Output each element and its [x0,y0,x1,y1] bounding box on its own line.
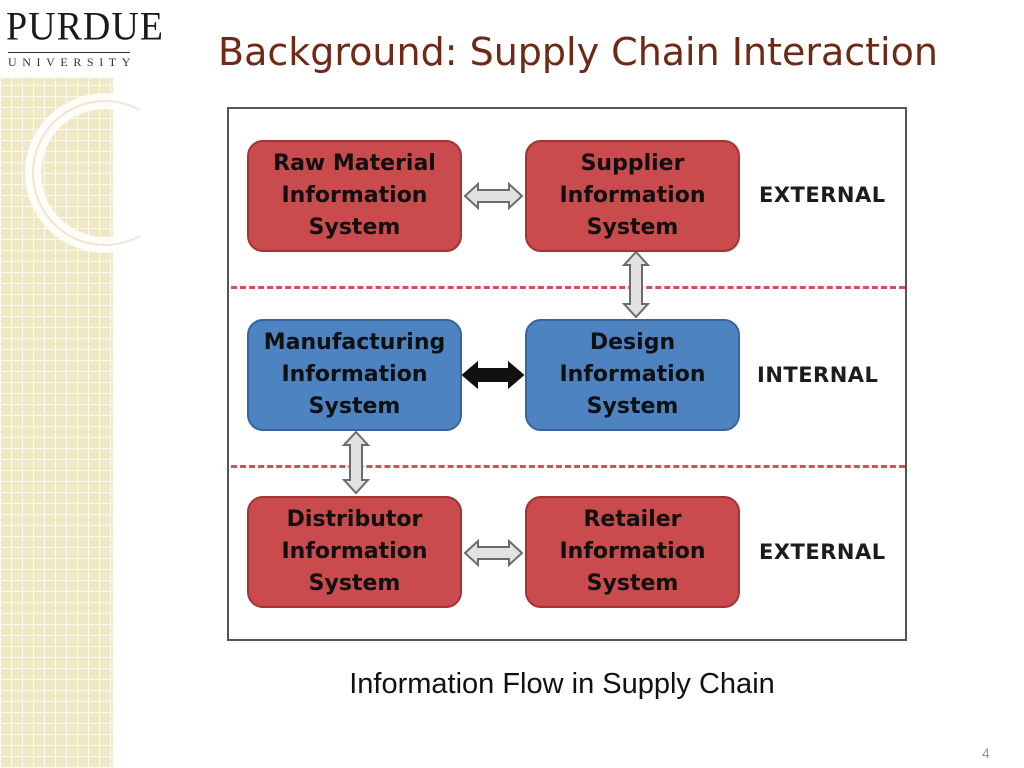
box-line: System [586,214,679,240]
box-line: Distributor [286,507,423,533]
supply-chain-diagram: Raw Material Information System Supplier… [227,107,907,641]
external-internal-divider [231,286,905,289]
box-line: Information [281,539,428,565]
box-line: System [308,214,401,240]
slide-title: Background: Supply Chain Interaction [218,30,938,74]
box-line: Information [559,362,706,388]
supplier-design-arrow [621,250,651,319]
decorative-swirl [25,93,140,253]
raw-supplier-arrow [463,181,524,211]
box-line: Design [589,330,676,356]
box-line: Supplier [580,151,685,177]
box-line: System [586,570,679,596]
box-line: Retailer [583,507,682,533]
raw-material-information-system: Raw Material Information System [247,140,462,252]
box-line: Information [559,183,706,209]
logo-rule [8,52,130,53]
supplier-information-system: Supplier Information System [525,140,740,252]
page-number: 4 [982,745,990,761]
retailer-information-system: Retailer Information System [525,496,740,608]
manufacturing-information-system: Manufacturing Information System [247,319,462,431]
manufacturing-distributor-arrow [341,430,371,495]
zone-label-internal: INTERNAL [757,363,879,387]
distributor-information-system: Distributor Information System [247,496,462,608]
purdue-logo: PURDUE UNIVERSITY [0,0,163,78]
box-line: System [586,393,679,419]
internal-external-divider [231,465,905,468]
logo-subtext: UNIVERSITY [8,55,136,69]
logo-wordmark: PURDUE [6,4,165,50]
zone-label-external-bottom: EXTERNAL [759,540,886,564]
box-line: Information [281,183,428,209]
manufacturing-design-arrow [461,360,525,390]
box-line: System [308,570,401,596]
box-line: Manufacturing [263,330,446,356]
zone-label-external-top: EXTERNAL [759,183,886,207]
decorative-grid-strip [0,78,113,768]
box-line: Information [281,362,428,388]
distributor-retailer-arrow [463,538,524,568]
figure-caption: Information Flow in Supply Chain [349,668,775,700]
box-line: Raw Material [273,151,436,177]
design-information-system: Design Information System [525,319,740,431]
box-line: System [308,393,401,419]
flow-arrows [341,181,651,568]
box-line: Information [559,539,706,565]
